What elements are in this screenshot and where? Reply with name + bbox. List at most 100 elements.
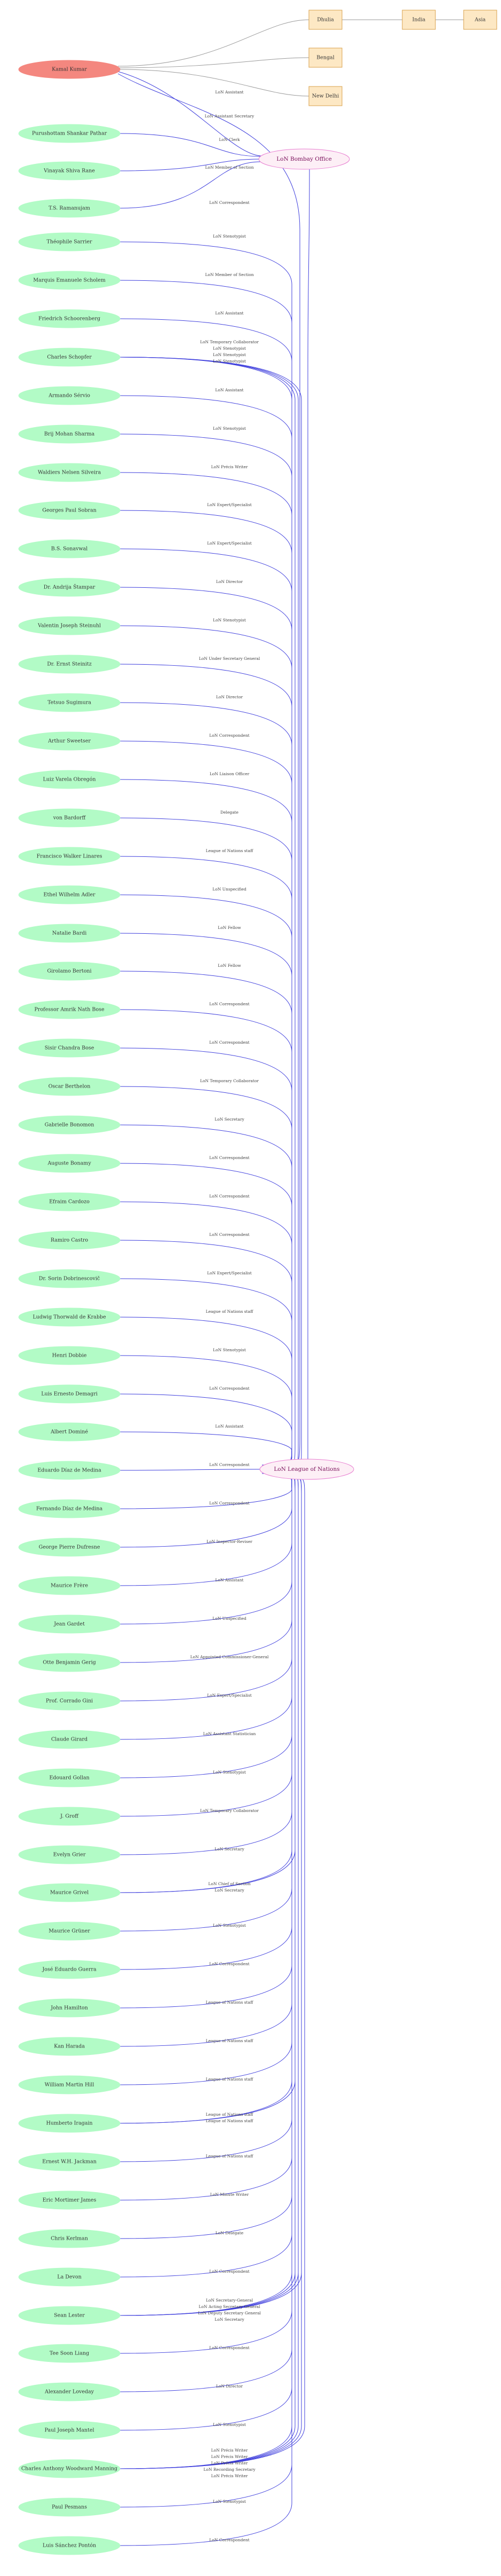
person-label-sisir-chandra-bose: Sisir Chandra Bose (45, 1045, 94, 1051)
person-node-otte-benjamin-gerig[interactable] (18, 1653, 121, 1672)
place-node-asia[interactable] (463, 10, 497, 30)
place-label-new-delhi: New Delhi (312, 93, 339, 99)
edge-natalie-bardi-league-0 (118, 933, 292, 1470)
person-node-jose-eduardo-guerra[interactable] (18, 1960, 121, 1979)
person-node-eduardo-diaz-de-medina[interactable] (18, 1461, 121, 1480)
edge-label-lon-correspondent: LoN Correspondent (209, 200, 249, 205)
edge-label-lon-expert-specialist: LoN Expert/Specialist (207, 541, 252, 546)
person-node-edouard-gollan[interactable] (18, 1768, 121, 1787)
person-node-tetsuo-sugimura[interactable] (18, 693, 121, 712)
person-label-auguste-bonamy: Auguste Bonamy (47, 1161, 91, 1167)
edge-label-lon-stenotypist: LoN Stenotypist (213, 352, 246, 357)
org-node-lon-league-of-nations[interactable] (259, 1459, 354, 1480)
person-node-george-pierre-dufresne[interactable] (18, 1538, 121, 1557)
edge-armando-servio-league-0 (118, 395, 292, 1470)
person-node-ludwig-thorwald-de-krabbe[interactable] (18, 1307, 121, 1327)
edge-label-lon-director: LoN Director (216, 579, 243, 584)
person-node-paul-joseph-mantel[interactable] (18, 2421, 121, 2440)
edge-label-lon-clerk: LoN Clerk (219, 137, 240, 142)
person-node-kamal-kumar[interactable] (18, 60, 121, 79)
person-node-j-groff[interactable] (18, 1807, 121, 1826)
person-node-purushottam-shankar-pathar[interactable] (18, 124, 121, 143)
person-node-francisco-walker-linares[interactable] (18, 847, 121, 866)
person-node-william-martin-hill[interactable] (18, 2075, 121, 2094)
person-node-luis-sanchez-ponton[interactable] (18, 2536, 121, 2555)
place-node-new-delhi[interactable] (308, 86, 343, 106)
edge-label-lon-delegate: LoN Delegate (216, 2231, 244, 2235)
person-node-maurice-gruner[interactable] (18, 1921, 121, 1941)
place-node-dhulia[interactable] (308, 10, 343, 30)
edge-label-lon-correspondent: LoN Correspondent (209, 1501, 249, 1506)
person-node-friedrich-schoorenberg[interactable] (18, 309, 121, 328)
person-node-theophile-sarrier[interactable] (18, 232, 121, 251)
person-node-brij-mohan-sharma[interactable] (18, 424, 121, 444)
person-node-chris-kerlman[interactable] (18, 2229, 121, 2248)
person-node-gabrielle-bonomon[interactable] (18, 1115, 121, 1135)
person-node-charles-anthony-woodward-manning[interactable] (18, 2459, 121, 2478)
person-node-kan-harada[interactable] (18, 2037, 121, 2056)
person-node-efraim-cardozo[interactable] (18, 1192, 121, 1211)
person-label-t-s-ramanujam: T.S. Ramanujam (49, 206, 90, 211)
person-node-dr-andrija-stampar[interactable] (18, 578, 121, 597)
person-node-maurice-frere[interactable] (18, 1576, 121, 1595)
person-node-ernest-w-h-jackman[interactable] (18, 2152, 121, 2171)
person-label-kan-harada: Kan Harada (54, 2044, 85, 2050)
person-node-girolamo-bertoni[interactable] (18, 962, 121, 981)
edge-label-league-of-nations-staff: League of Nations staff (206, 2118, 253, 2123)
edge-label-lon-expert-specialist: LoN Expert/Specialist (207, 1693, 252, 1698)
person-node-von-bardorff[interactable] (18, 808, 121, 828)
person-node-prof-corrado-gini[interactable] (18, 1691, 121, 1711)
person-node-oscar-berthelon[interactable] (18, 1077, 121, 1096)
person-node-b-s-sonavwal[interactable] (18, 539, 121, 558)
person-node-t-s-ramanujam[interactable] (18, 199, 121, 218)
person-node-fernando-diaz-de-medina[interactable] (18, 1499, 121, 1518)
person-node-ramiro-castro[interactable] (18, 1231, 121, 1250)
person-node-luiz-varela-obregon[interactable] (18, 770, 121, 789)
person-label-sean-lester: Sean Lester (54, 2313, 85, 2319)
person-node-sean-lester[interactable] (18, 2306, 121, 2325)
place-node-bengal[interactable] (308, 48, 343, 68)
org-node-lon-bombay-office[interactable] (258, 148, 350, 170)
edge-otte-benjamin-gerig-league-0 (118, 1469, 292, 1663)
person-node-dr-ernst-steinitz[interactable] (18, 655, 121, 674)
person-node-eric-mortimer-james[interactable] (18, 2191, 121, 2210)
person-node-luis-ernesto-demagri[interactable] (18, 1384, 121, 1404)
person-node-auguste-bonamy[interactable] (18, 1154, 121, 1173)
person-node-evelyn-grier[interactable] (18, 1845, 121, 1864)
person-node-dr-sorin-dobrinescovic[interactable] (18, 1269, 121, 1288)
person-node-vinayak-shiva-rane[interactable] (18, 161, 121, 180)
person-node-john-hamilton[interactable] (18, 1998, 121, 2018)
person-node-valentin-joseph-steinuhl[interactable] (18, 616, 121, 635)
person-node-la-devon[interactable] (18, 2267, 121, 2287)
person-node-sisir-chandra-bose[interactable] (18, 1038, 121, 1058)
person-label-tetsuo-sugimura: Tetsuo Sugimura (47, 700, 91, 706)
person-label-alexander-loveday: Alexander Loveday (44, 2389, 94, 2395)
edge-label-league-of-nations-staff: League of Nations staff (206, 2077, 253, 2082)
person-node-claude-girard[interactable] (18, 1730, 121, 1749)
person-node-albert-domine[interactable] (18, 1422, 121, 1441)
edge-label-lon-unspecified: LoN Unspecified (212, 1616, 246, 1621)
person-node-arthur-sweetser[interactable] (18, 731, 121, 751)
edge-label-lon-correspondent: LoN Correspondent (209, 1232, 249, 1237)
person-node-paul-pesmans[interactable] (18, 2498, 121, 2517)
person-node-natalie-bardi[interactable] (18, 924, 121, 943)
person-node-tee-soon-liang[interactable] (18, 2344, 121, 2363)
person-node-ethel-wilhelm-adler[interactable] (18, 885, 121, 904)
person-node-henri-dobbie[interactable] (18, 1346, 121, 1365)
edge-girolamo-bertoni-league-0 (118, 971, 292, 1470)
person-node-georges-paul-sobran[interactable] (18, 501, 121, 520)
edge-kamal-bombay (117, 71, 261, 156)
person-node-humberto-iragain[interactable] (18, 2114, 121, 2133)
person-label-ethel-wilhelm-adler: Ethel Wilhelm Adler (43, 892, 96, 898)
person-node-professor-amrik-nath-bose[interactable] (18, 1000, 121, 1019)
person-node-alexander-loveday[interactable] (18, 2382, 121, 2401)
person-node-maurice-grivel[interactable] (18, 1883, 121, 1902)
place-node-india[interactable] (402, 10, 436, 30)
person-node-armando-servio[interactable] (18, 386, 121, 405)
person-node-jean-gardet[interactable] (18, 1614, 121, 1634)
person-node-marquis-emanuele-scholem[interactable] (18, 271, 121, 290)
edge-label-lon-correspondent: LoN Correspondent (209, 1961, 249, 1966)
person-node-charles-schopfer[interactable] (18, 348, 121, 367)
person-node-waldiers-nelsen-silveira[interactable] (18, 463, 121, 482)
edge-charles-anthony-woodward-manning-league-3 (118, 1471, 302, 2469)
